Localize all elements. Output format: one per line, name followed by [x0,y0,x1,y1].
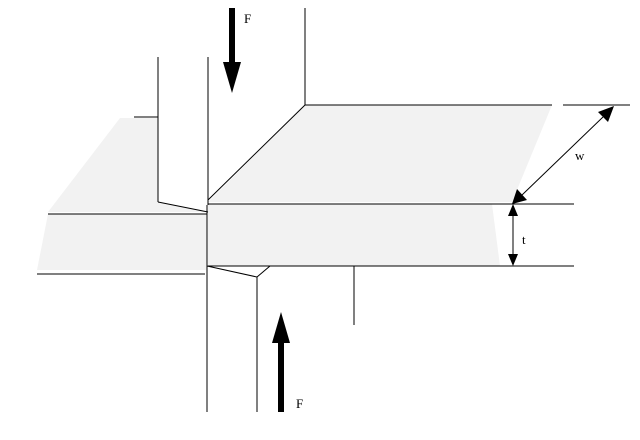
force-arrow-down [223,8,241,93]
width-arrowhead-top [598,106,614,122]
force-top-label: F [244,11,251,26]
force-bottom-label: F [296,396,303,411]
width-label: w [575,148,585,163]
width-arrowhead-bottom [512,189,527,204]
width-dimension [512,104,630,204]
right-plate-top-face [208,105,552,202]
left-plate-front-face [37,214,207,270]
force-arrow-up [272,312,290,412]
thickness-arrowhead-top [508,204,518,216]
thickness-arrowhead-bottom [508,254,518,266]
thickness-label: t [522,232,526,247]
left-plate-top-face [48,118,208,212]
thickness-dimension [508,204,518,266]
right-plate-front-face [208,204,500,266]
